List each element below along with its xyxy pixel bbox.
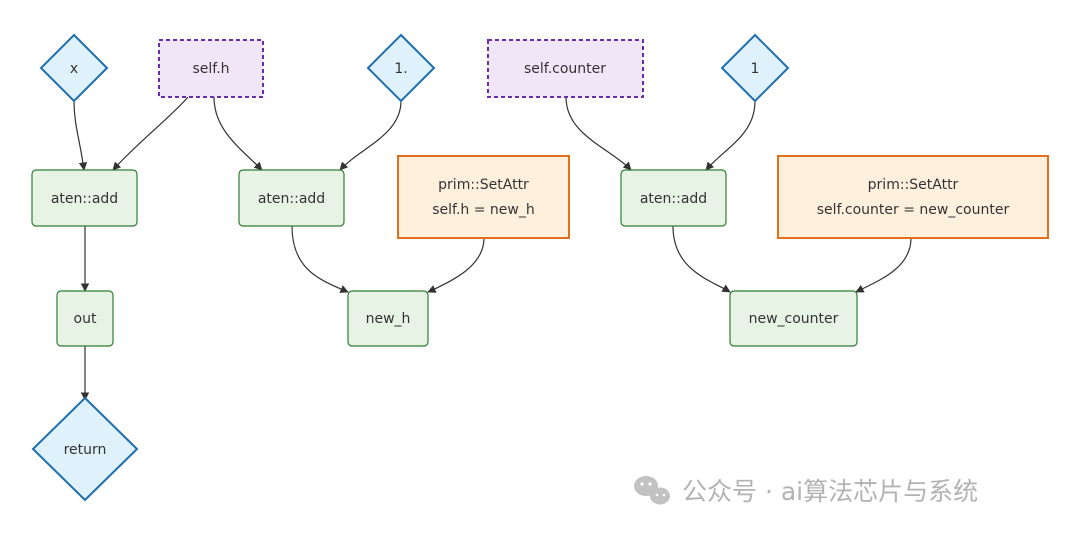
node-x-shape: [39, 33, 109, 103]
edge-x-to-add1: [73, 100, 88, 171]
node-new-counter: new_counter: [729, 290, 858, 347]
node-setattr-counter-line2: self.counter = new_counter: [817, 202, 1010, 218]
edges: [73, 96, 912, 401]
node-setattr-h-line1: prim::SetAttr: [438, 177, 529, 193]
edge-selfh-to-add1: [112, 96, 189, 171]
node-self-h: self.h: [158, 39, 264, 98]
node-setattr-counter-shape: [777, 155, 1049, 239]
node-return: return: [31, 396, 139, 502]
node-return-label: return: [64, 442, 107, 458]
node-self-counter: self.counter: [487, 39, 644, 98]
node-const-1-dot: 1.: [366, 33, 436, 103]
node-setattr-h: prim::SetAttr self.h = new_h: [397, 155, 570, 239]
node-new-counter-shape: [729, 290, 858, 347]
node-return-shape: [31, 396, 139, 502]
node-new-h: new_h: [347, 290, 429, 347]
node-add-3: aten::add: [620, 169, 727, 227]
wechat-icon: [634, 476, 670, 505]
node-self-counter-shape: [487, 39, 644, 98]
node-x: x: [39, 33, 109, 103]
edge-add3-to-newcounter: [672, 225, 731, 293]
node-add-1-shape: [31, 169, 138, 227]
node-new-counter-label: new_counter: [749, 311, 839, 327]
node-add-2-shape: [238, 169, 345, 227]
node-const-1-dot-shape: [366, 33, 436, 103]
edge-1-to-add3: [705, 100, 756, 171]
edge-selfcounter-to-add3: [565, 96, 632, 171]
node-setattr-counter-line1: prim::SetAttr: [868, 177, 959, 193]
node-self-h-label: self.h: [192, 61, 229, 77]
edge-1dot-to-add2: [339, 100, 402, 171]
node-add-1: aten::add: [31, 169, 138, 227]
edge-selfh-to-add2: [213, 96, 263, 171]
node-const-1-label: 1: [751, 61, 760, 77]
node-add-2: aten::add: [238, 169, 345, 227]
node-self-h-shape: [158, 39, 264, 98]
node-new-h-label: new_h: [366, 311, 411, 327]
node-self-counter-label: self.counter: [524, 61, 606, 77]
node-add-3-shape: [620, 169, 727, 227]
node-setattr-counter: prim::SetAttr self.counter = new_counter: [777, 155, 1049, 239]
node-setattr-h-line2: self.h = new_h: [432, 202, 534, 218]
node-out-shape: [56, 290, 114, 347]
edge-add2-to-newh: [291, 225, 349, 293]
node-const-1: 1: [720, 33, 790, 103]
node-out-label: out: [74, 311, 97, 327]
node-add-1-label: aten::add: [51, 191, 118, 207]
node-const-1-shape: [720, 33, 790, 103]
node-x-label: x: [70, 61, 78, 77]
node-add-2-label: aten::add: [258, 191, 325, 207]
edge-setattrh-to-newh: [427, 237, 485, 293]
node-add-3-label: aten::add: [640, 191, 707, 207]
node-const-1-dot-label: 1.: [394, 61, 407, 77]
node-out: out: [56, 290, 114, 347]
node-new-h-shape: [347, 290, 429, 347]
edge-setattrcounter-to-newcounter: [855, 237, 912, 293]
watermark-text: 公众号 · ai算法芯片与系统: [682, 477, 978, 506]
node-setattr-h-shape: [397, 155, 570, 239]
watermark: 公众号 · ai算法芯片与系统: [634, 476, 978, 506]
